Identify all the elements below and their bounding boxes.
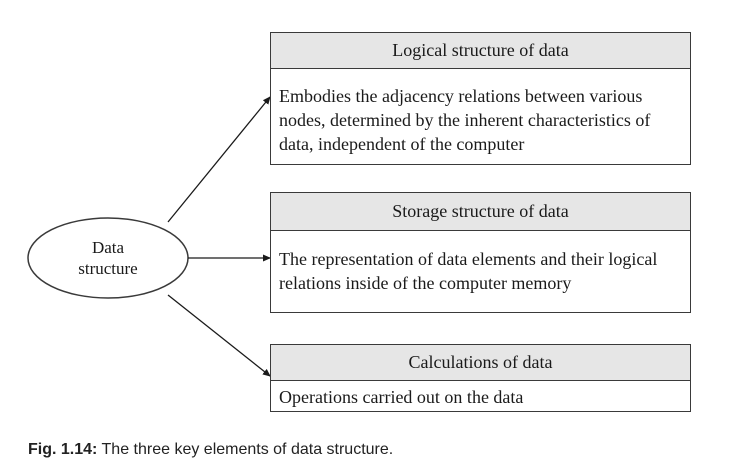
calculations-description-line: Operations carried out on the data: [279, 387, 524, 407]
storage-description-line: relations inside of the computer memory: [279, 273, 572, 293]
arrow-to-logical: [167, 96, 271, 223]
storage-description-line: The representation of data elements and …: [279, 249, 658, 269]
figure-caption-label: Fig. 1.14:: [28, 441, 98, 458]
logical-description-line: data, independent of the computer: [279, 134, 525, 154]
data-structure-label: Data structure: [28, 218, 188, 298]
calculations-description: Operations carried out on the data: [271, 381, 690, 410]
logical-description-line: nodes, determined by the inherent charac…: [279, 110, 651, 130]
storage-structure-title: Storage structure of data: [271, 193, 690, 231]
arrow-to-calc: [167, 294, 271, 377]
figure-caption: Fig. 1.14: The three key elements of dat…: [28, 441, 393, 459]
storage-structure-box: Storage structure of data The representa…: [270, 192, 691, 313]
center-node-line-1: Data: [91, 238, 125, 257]
logical-structure-box: Logical structure of data Embodies the a…: [270, 32, 691, 165]
logical-structure-description: Embodies the adjacency relations between…: [271, 69, 690, 156]
center-node-line-2: structure: [78, 259, 138, 278]
calculations-box: Calculations of data Operations carried …: [270, 344, 691, 412]
storage-structure-description: The representation of data elements and …: [271, 231, 690, 295]
logical-structure-title: Logical structure of data: [271, 33, 690, 69]
logical-description-line: Embodies the adjacency relations between…: [279, 86, 643, 106]
calculations-title: Calculations of data: [271, 345, 690, 381]
figure-caption-text: The three key elements of data structure…: [97, 441, 394, 458]
